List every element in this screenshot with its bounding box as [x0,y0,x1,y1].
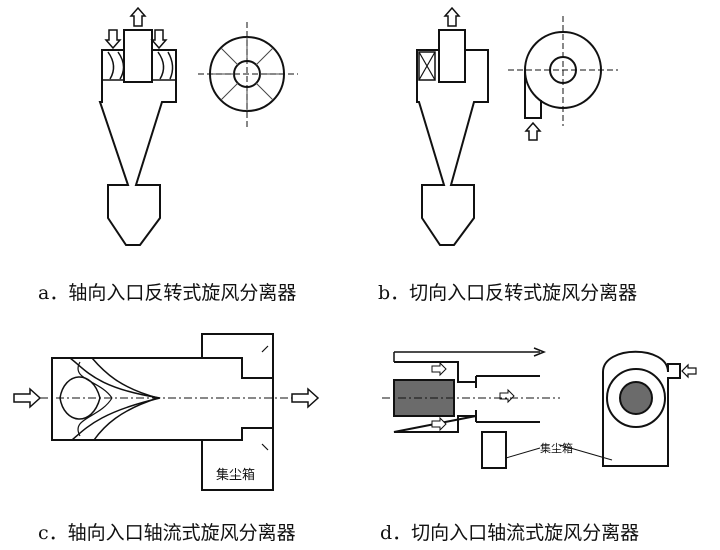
diagram-c [13,333,320,491]
diagram-c-body [51,333,274,491]
caption-b: b．切向入口反转式旋风分离器 [378,282,638,304]
diagram-d [382,347,697,469]
caption-d: d．切向入口轴流式旋风分离器 [380,522,640,544]
gas-outlet-arrow-icon-b [443,6,461,27]
caption-a: a．轴向入口反转式旋风分离器 [38,282,297,304]
inlet-arrow-icon-c [13,387,42,409]
diagram-a-body [98,29,177,246]
diagram-d-body [393,347,547,469]
inlet-arrow-icon-d [681,363,697,379]
dust-box-label-c: 集尘箱 [216,468,256,483]
diagram-a-top-view [198,22,298,128]
diagram-b-top-view [508,16,618,141]
gas-outlet-arrow-icon [129,6,147,27]
diagram-d-side-view [559,350,697,467]
diagram-b-body [416,29,489,246]
tangential-inlet-arrow-icon [524,121,542,141]
diagram-a [98,6,298,246]
caption-c: c．轴向入口轴流式旋风分离器 [38,522,296,544]
diagram-b [416,6,618,246]
dust-box-label-d: 集尘箱 [540,442,573,455]
gas-inlet-arrow-icon [104,29,168,50]
outlet-arrow-icon-c [291,387,320,409]
